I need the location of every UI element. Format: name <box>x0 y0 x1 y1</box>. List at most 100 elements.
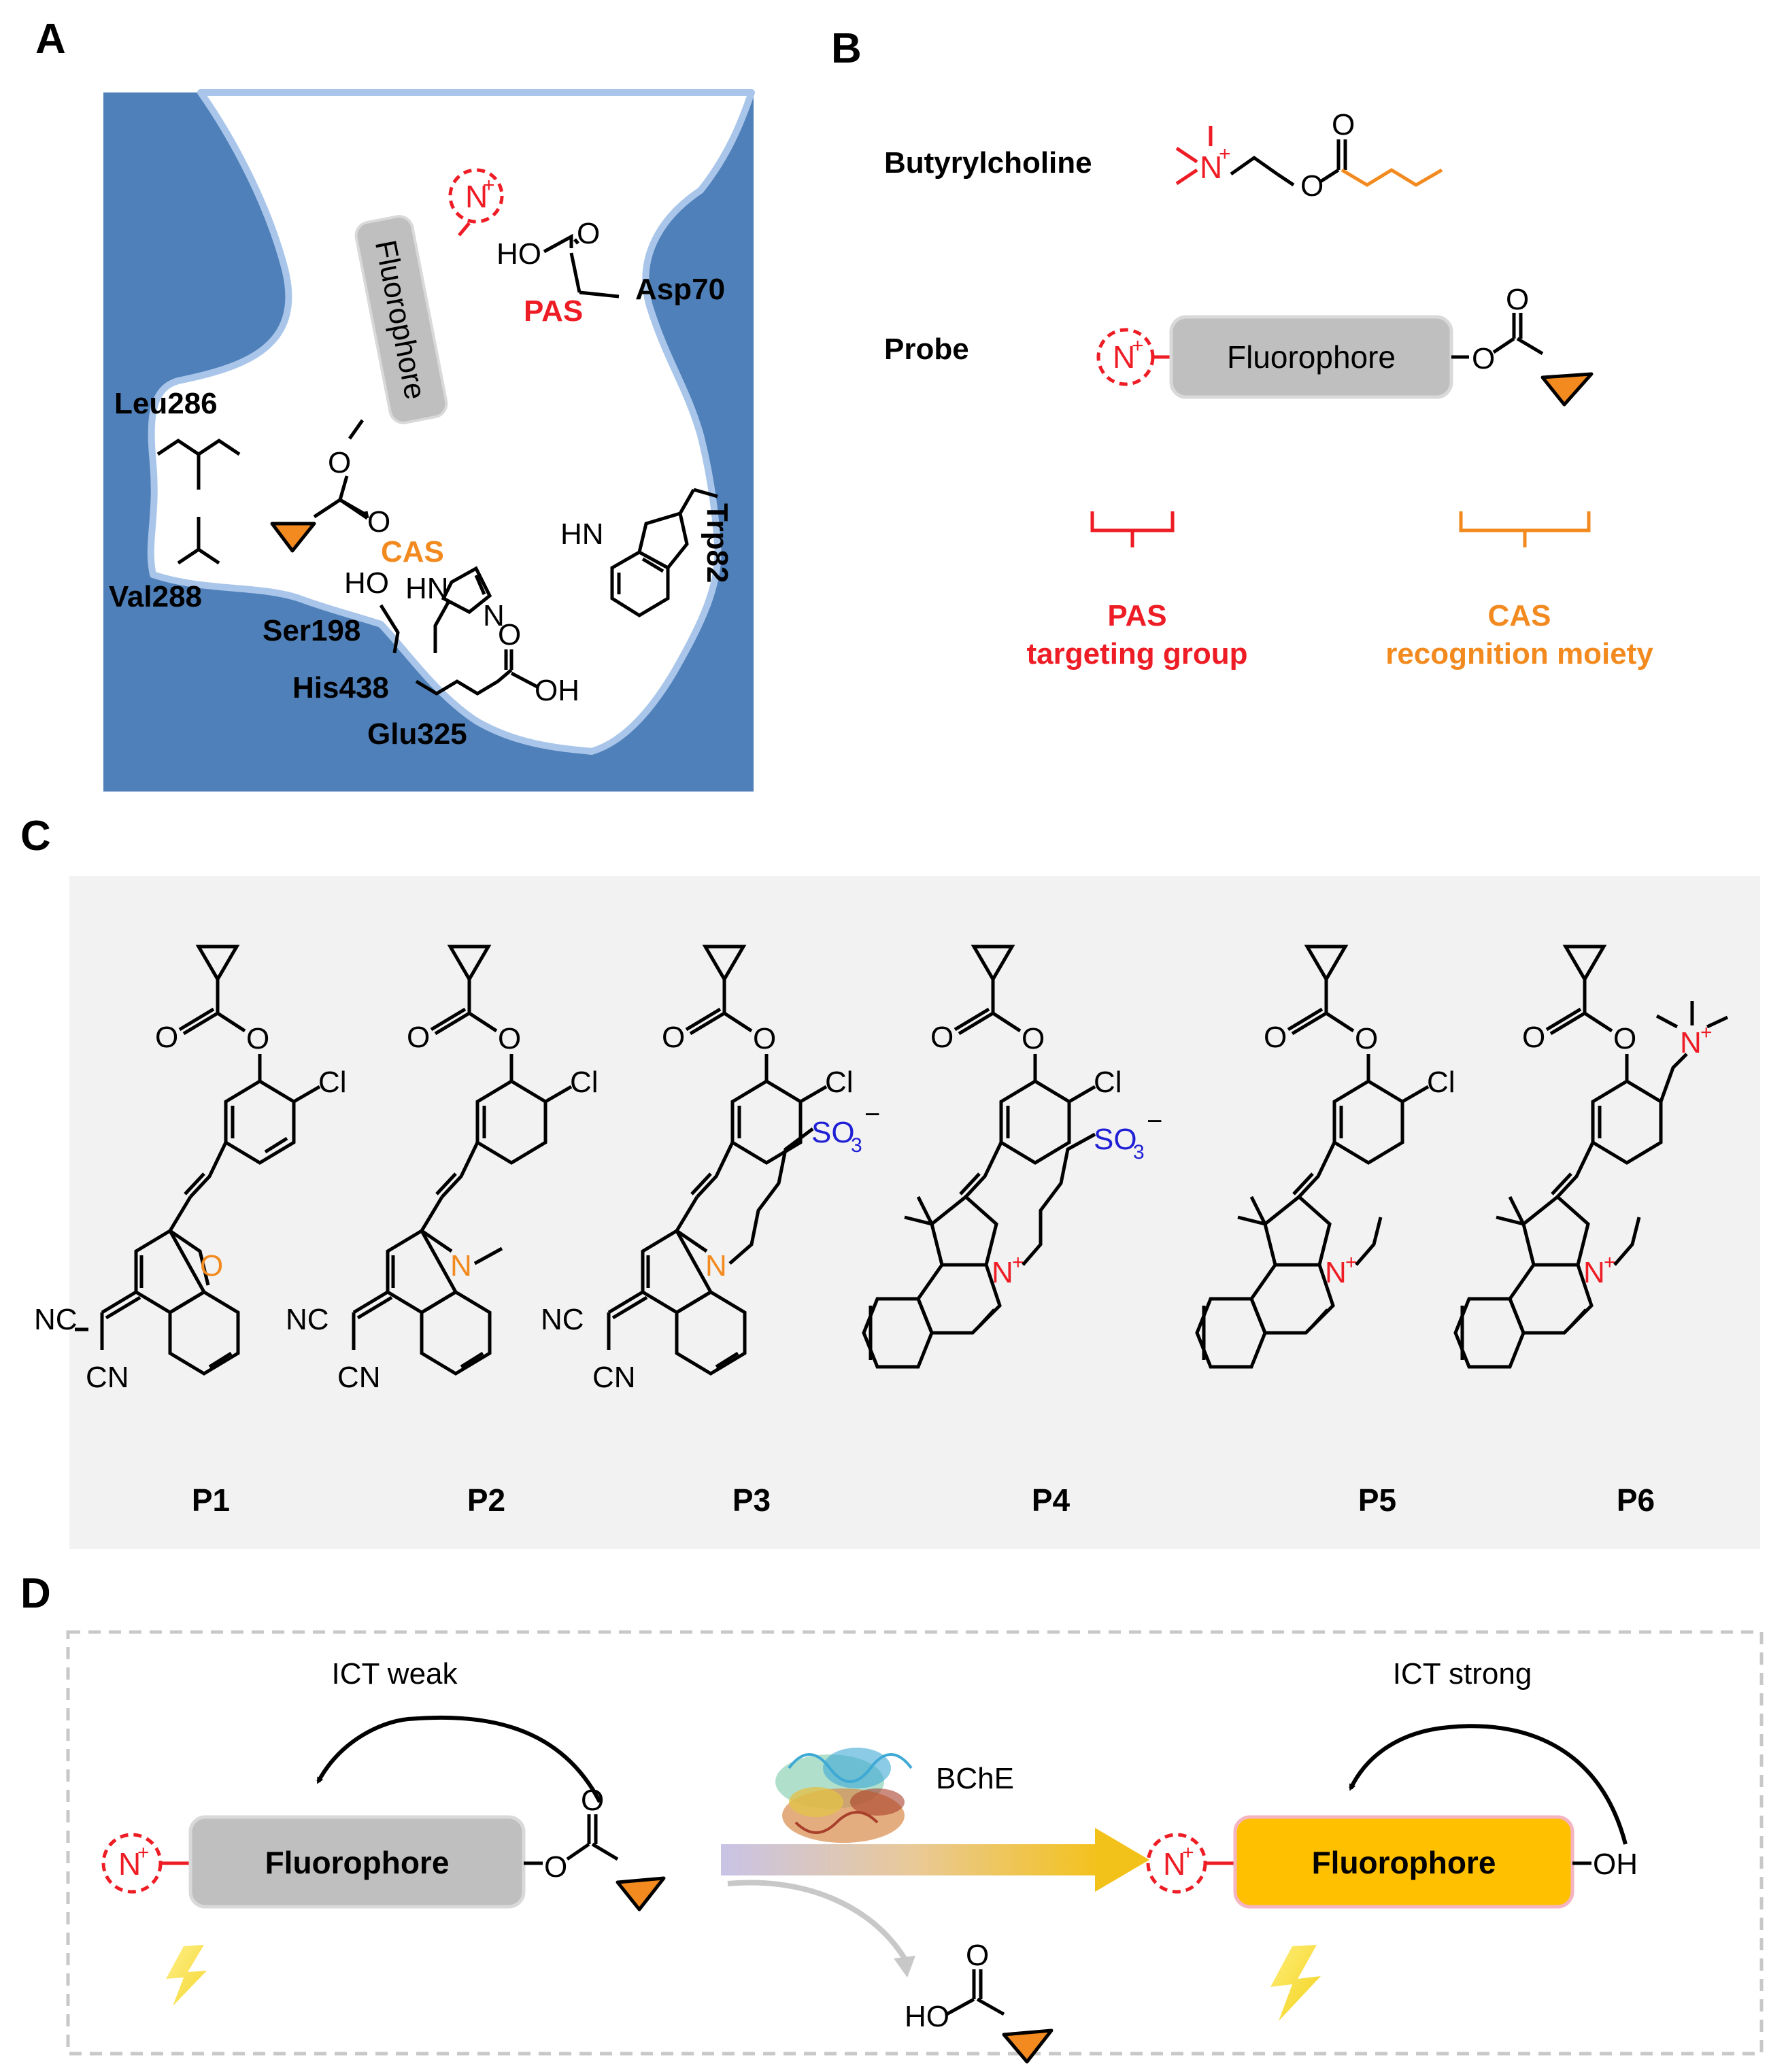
left-lightning-icon <box>166 1945 207 2006</box>
p4-ester-o: O <box>1022 1022 1045 1055</box>
probe-name-p2: P2 <box>467 1482 505 1518</box>
byproduct-cyclopropyl <box>1002 2028 1054 2064</box>
binding-pocket <box>147 89 755 755</box>
ict-weak-label: ICT weak <box>331 1657 458 1691</box>
p2-ester-o: O <box>498 1022 521 1055</box>
right-oh: OH <box>1593 1848 1638 1881</box>
pas-label-a: PAS <box>524 294 583 328</box>
right-n: N <box>1163 1846 1185 1882</box>
panel-label-a: A <box>35 16 66 63</box>
residue-ser198: Ser198 <box>263 614 360 647</box>
probe-name-p4: P4 <box>1032 1482 1071 1518</box>
p4-n: N <box>992 1256 1013 1289</box>
p5-n-plus: + <box>1345 1251 1358 1274</box>
residue-leu286: Leu286 <box>114 387 218 420</box>
p6-carbonyl-o: O <box>1522 1021 1545 1054</box>
cas-label-a: CAS <box>381 535 444 568</box>
panel-a: N + Fluorophore O O HO O PAS Asp70 Leu28… <box>103 89 755 792</box>
p2-carbonyl-o: O <box>407 1021 430 1054</box>
residue-val288: Val288 <box>109 580 202 613</box>
p6-n: N <box>1583 1256 1605 1289</box>
p5-carbonyl-o: O <box>1264 1021 1287 1054</box>
carbonyl-o-label: O <box>367 505 390 539</box>
bche-label: BChE <box>936 1762 1014 1795</box>
panel-label-b: B <box>831 25 862 72</box>
p3-cn: CN <box>592 1361 636 1394</box>
probe-plus: + <box>1132 335 1144 357</box>
p4-so3: SO <box>1094 1123 1137 1156</box>
p3-so3-sub: 3 <box>851 1134 862 1157</box>
panel-c-background <box>69 876 1760 1549</box>
structure-p5: O O Cl N + <box>1195 945 1455 1369</box>
butyrylcholine-n: N <box>1200 150 1222 185</box>
bche-enzyme-icon <box>775 1748 913 1843</box>
structure-p1: O O Cl O NC CN <box>34 945 347 1394</box>
byproduct-arrow <box>727 1880 907 1960</box>
probe-n: N <box>1113 339 1135 375</box>
p3-ester-o: O <box>753 1022 776 1055</box>
p3-cl: Cl <box>825 1066 854 1099</box>
p4-so3-minus: − <box>1147 1106 1162 1136</box>
left-cyclopropyl <box>616 1876 666 1912</box>
cas-label-b-2: recognition moiety <box>1385 637 1653 670</box>
glu-oh-label: OH <box>535 674 579 707</box>
asp70-ho-label: HO <box>496 237 541 271</box>
p3-carbonyl-o: O <box>662 1021 685 1054</box>
p4-carbonyl-o: O <box>930 1021 954 1054</box>
probe-name-p6: P6 <box>1617 1482 1655 1518</box>
p6-n-amm: N <box>1680 1026 1702 1059</box>
p2-cl: Cl <box>570 1066 599 1099</box>
p3-ring-n: N <box>705 1249 727 1283</box>
left-fluorophore-label: Fluorophore <box>265 1845 450 1880</box>
p6-n-plus: + <box>1604 1251 1616 1274</box>
his-n-label: N <box>483 599 505 632</box>
left-ester-o: O <box>544 1850 567 1884</box>
panel-c: O O Cl O NC CN <box>34 876 1760 1549</box>
glu-o-label: O <box>498 618 521 651</box>
p5-ester-o: O <box>1355 1022 1378 1055</box>
right-plus: + <box>1182 1841 1194 1864</box>
butyrylcholine-label: Butyrylcholine <box>884 146 1092 180</box>
p4-cl: Cl <box>1094 1066 1122 1099</box>
p3-nc: NC <box>541 1303 584 1336</box>
structure-p6: O O N + N + <box>1453 945 1729 1369</box>
panel-d-frame <box>66 1630 1764 2056</box>
asp70-o-label: O <box>577 217 600 250</box>
left-plus: + <box>137 1841 150 1864</box>
probe-n-plus-circle <box>1096 328 1155 386</box>
ict-strong-label: ICT strong <box>1393 1657 1532 1691</box>
structure-p2: O O Cl N NC CN <box>286 945 599 1394</box>
butyrylcholine-ester-o: O <box>1300 169 1324 203</box>
residue-asp70: Asp70 <box>635 273 725 306</box>
p1-cn: CN <box>86 1361 129 1394</box>
p5-n: N <box>1325 1256 1347 1289</box>
butyrylcholine-carbonyl-o: O <box>1332 108 1355 141</box>
p1-ester-o: O <box>246 1022 269 1055</box>
residue-trp82: Trp82 <box>701 503 734 583</box>
p2-ring-n: N <box>450 1249 472 1283</box>
byproduct-o: O <box>966 1939 989 1972</box>
probe-carbonyl-o: O <box>1506 283 1529 316</box>
probe-name-p1: P1 <box>192 1482 230 1518</box>
trp-hn-label: HN <box>560 517 604 551</box>
p1-cl: Cl <box>318 1066 347 1099</box>
p3-so3: SO <box>811 1116 855 1149</box>
byproduct-arrow-head <box>894 1956 915 1977</box>
left-carbonyl-o: O <box>581 1784 604 1817</box>
n-plus-label: N <box>465 179 488 214</box>
panel-label-c: C <box>20 813 51 860</box>
left-n: N <box>118 1846 141 1882</box>
structure-p3: O O Cl N SO 3 − NC CN <box>541 945 880 1394</box>
residue-glu325: Glu325 <box>367 717 467 751</box>
butyrylcholine-plus: + <box>1219 143 1231 165</box>
p2-nc: NC <box>286 1303 329 1336</box>
p3-so3-minus: − <box>864 1100 880 1130</box>
cas-label-b-1: CAS <box>1488 599 1551 632</box>
p2-cn: CN <box>337 1361 381 1394</box>
ict-weak-arrow <box>316 1715 602 1803</box>
pas-label-b-2: targeting group <box>1026 637 1247 670</box>
reaction-arrow-shaft <box>721 1844 1102 1875</box>
right-fluorophore-label: Fluorophore <box>1312 1845 1496 1880</box>
cyclopropyl-triangle <box>270 522 316 553</box>
probe-fluorophore-label: Fluorophore <box>1227 339 1396 375</box>
